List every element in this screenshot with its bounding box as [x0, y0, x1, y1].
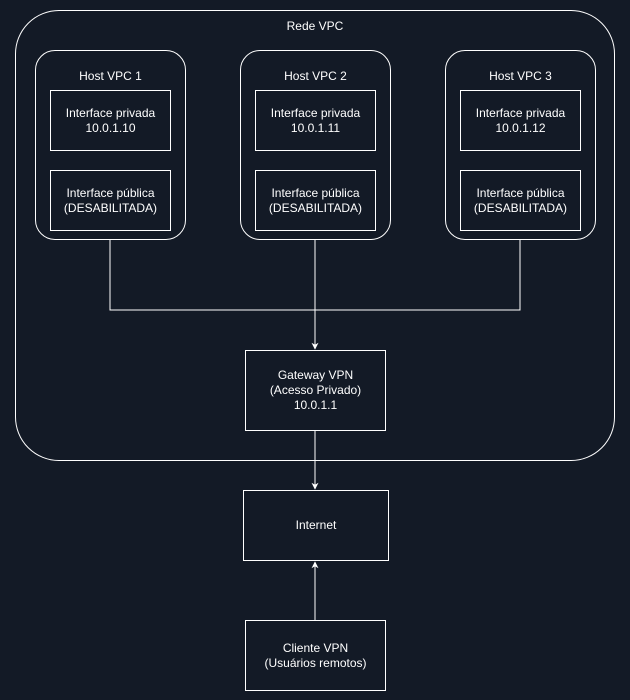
- interface-title: Interface pública: [66, 185, 155, 200]
- host-3-private-interface: Interface privada 10.0.1.12: [460, 90, 581, 151]
- interface-status: (DESABILITADA): [63, 200, 158, 215]
- vpc-network-container: Rede VPC: [15, 10, 615, 461]
- interface-ip: 10.0.1.11: [290, 120, 341, 135]
- internet-node: Internet: [243, 490, 389, 561]
- interface-ip: 10.0.1.10: [85, 120, 136, 135]
- client-title: Cliente VPN: [282, 640, 349, 655]
- vpn-client-node: Cliente VPN (Usuários remotos): [245, 620, 386, 691]
- host-title: Host VPC 1: [79, 69, 142, 83]
- interface-ip: 10.0.1.12: [495, 120, 546, 135]
- interface-title: Interface privada: [65, 105, 156, 120]
- host-vpc-1: Host VPC 1: [35, 50, 186, 240]
- interface-title: Interface privada: [475, 105, 566, 120]
- host-1-public-interface: Interface pública (DESABILITADA): [50, 170, 171, 231]
- host-1-private-interface: Interface privada 10.0.1.10: [50, 90, 171, 151]
- host-vpc-2: Host VPC 2: [240, 50, 391, 240]
- vpc-network-label: Rede VPC: [286, 19, 344, 33]
- interface-title: Interface pública: [476, 185, 565, 200]
- gateway-ip: 10.0.1.1: [293, 398, 338, 412]
- host-title: Host VPC 2: [284, 69, 347, 83]
- edge-host1-to-bus: [109, 240, 315, 311]
- interface-title: Interface pública: [271, 185, 360, 200]
- client-subtitle: (Usuários remotos): [264, 655, 367, 670]
- gateway-subtitle: (Acesso Privado): [269, 383, 362, 397]
- host-vpc-3: Host VPC 3: [445, 50, 596, 240]
- interface-status: (DESABILITADA): [268, 200, 363, 215]
- host-3-public-interface: Interface pública (DESABILITADA): [460, 170, 581, 231]
- internet-label: Internet: [295, 518, 337, 532]
- gateway-title: Gateway VPN: [277, 368, 354, 382]
- vpn-gateway-node: Gateway VPN (Acesso Privado) 10.0.1.1: [245, 350, 386, 431]
- host-2-public-interface: Interface pública (DESABILITADA): [255, 170, 376, 231]
- interface-title: Interface privada: [270, 105, 361, 120]
- edge-host3-to-bus: [315, 240, 521, 311]
- host-title: Host VPC 3: [489, 69, 552, 83]
- interface-status: (DESABILITADA): [473, 200, 568, 215]
- host-2-private-interface: Interface privada 10.0.1.11: [255, 90, 376, 151]
